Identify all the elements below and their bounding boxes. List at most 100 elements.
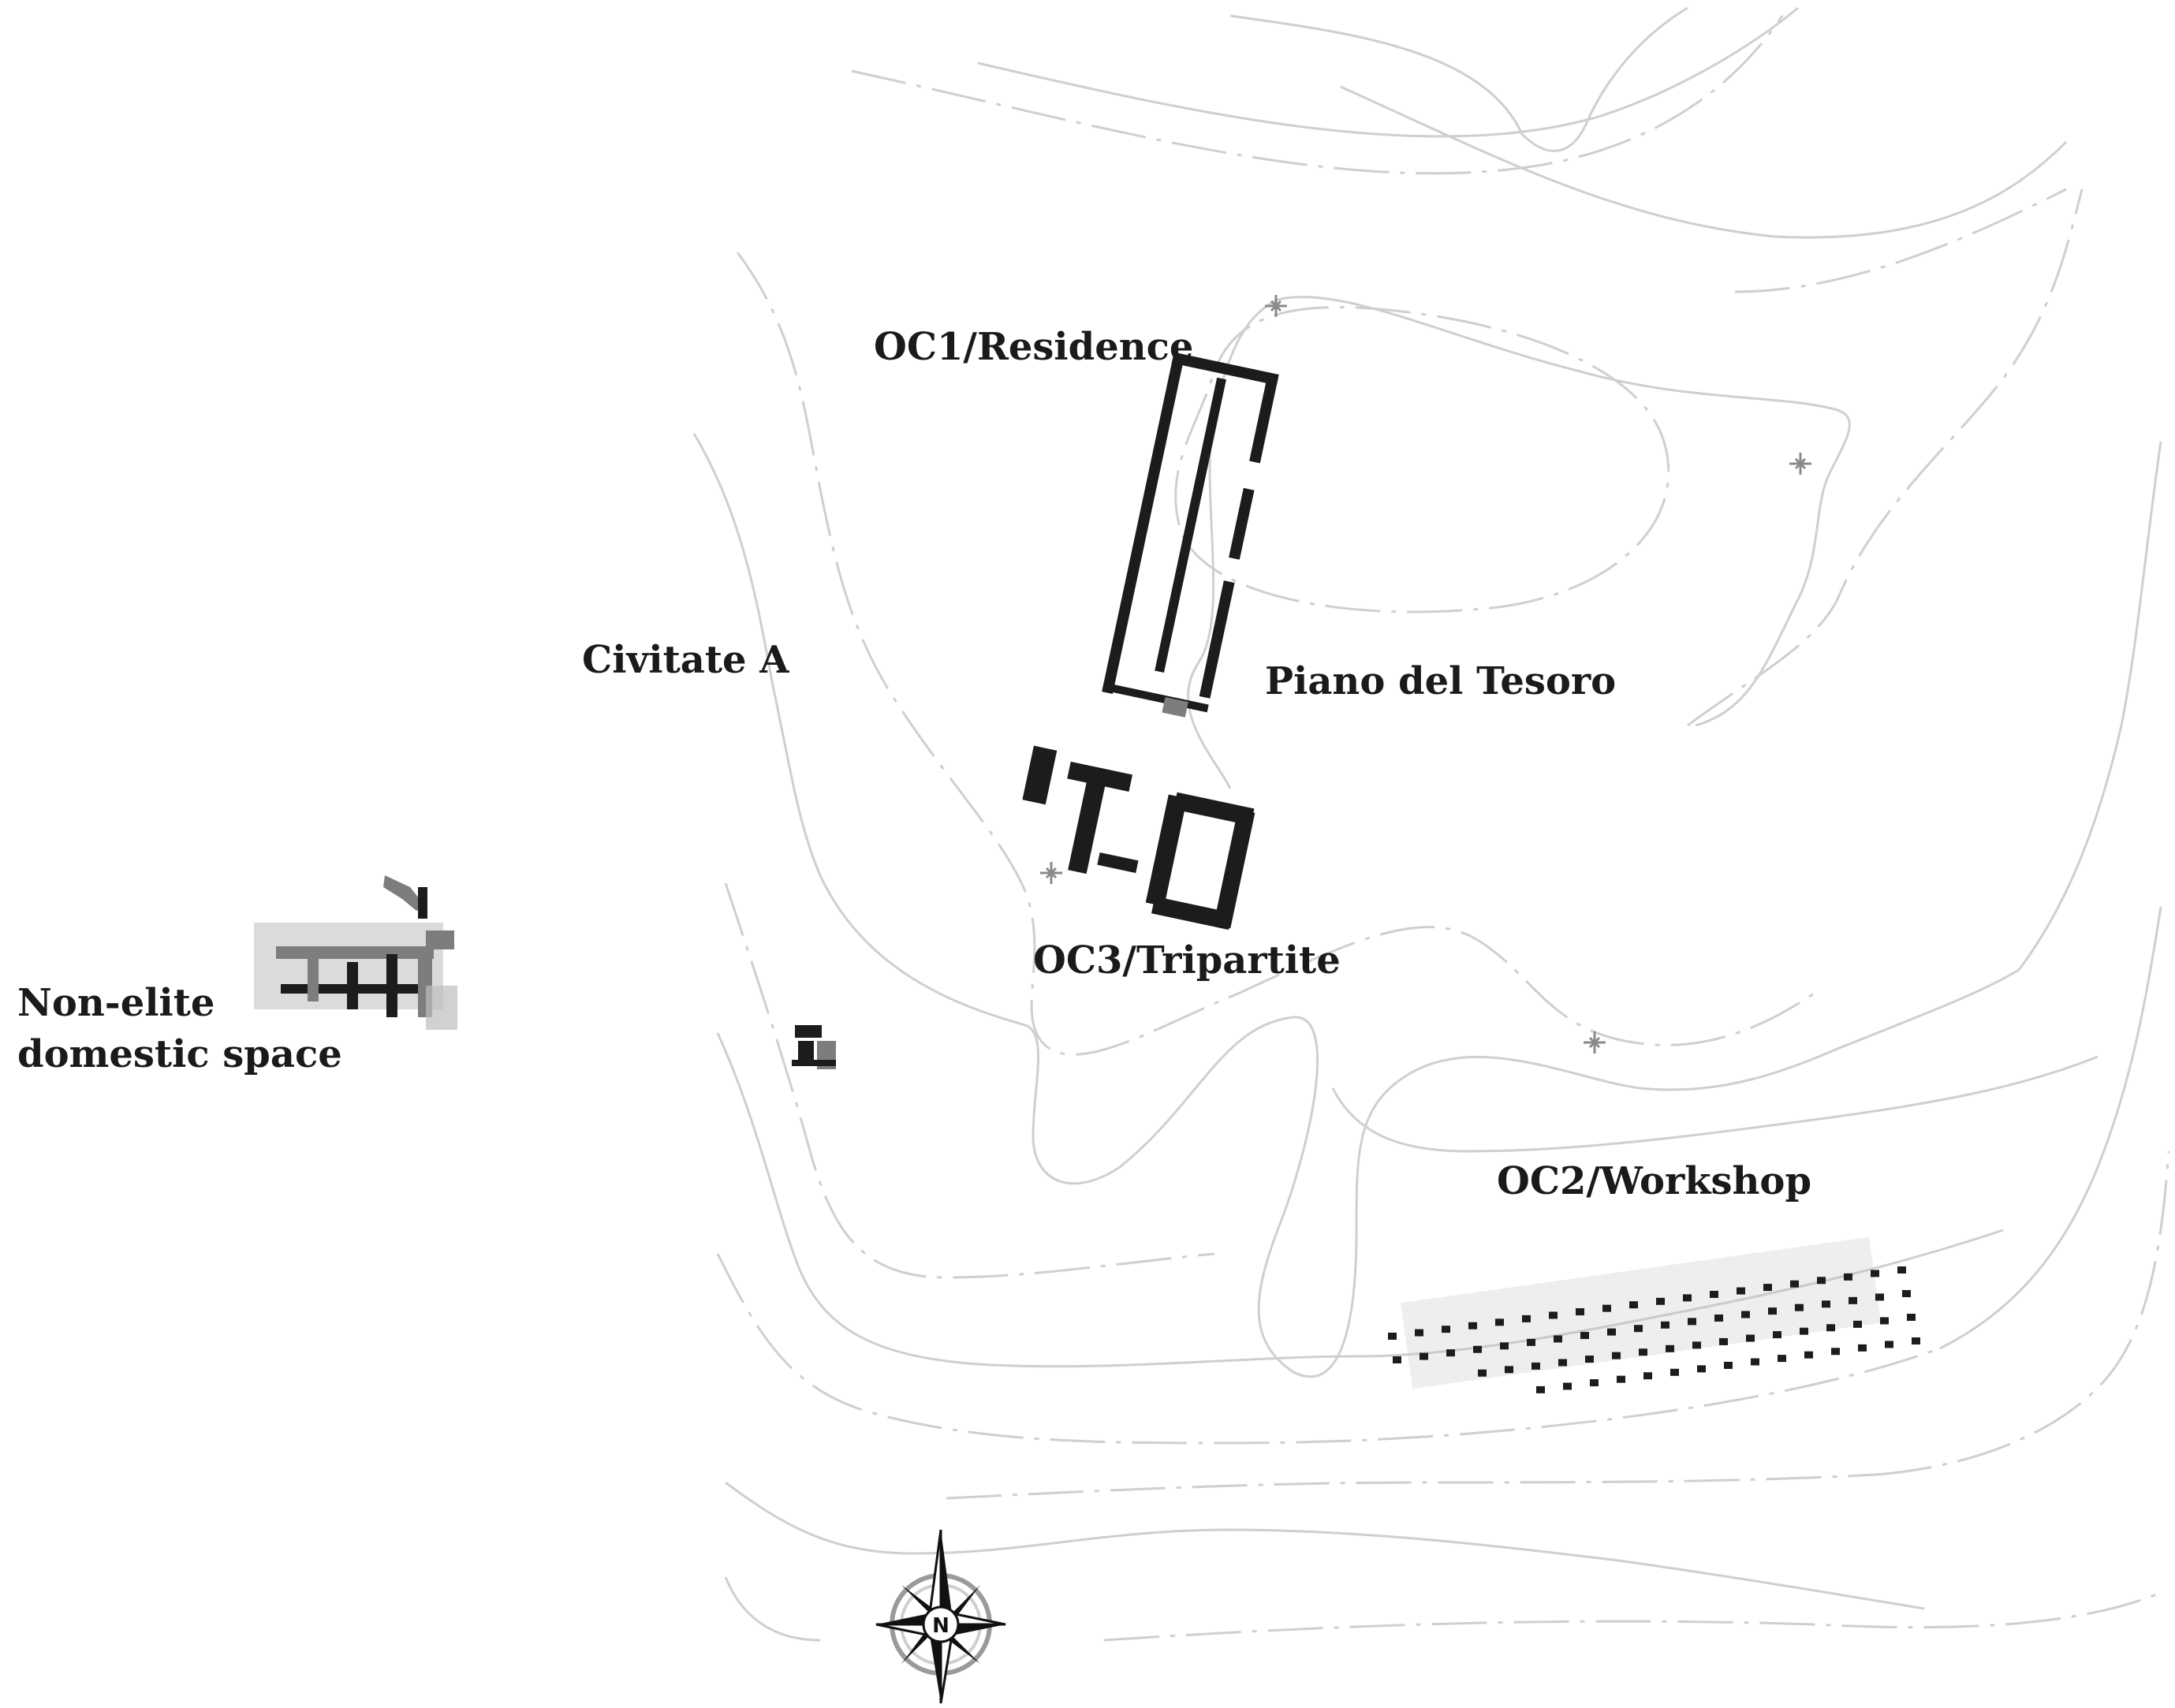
post-hole [1875,1293,1884,1301]
post-hole [1590,1379,1599,1387]
north-letter: N [932,1614,949,1638]
post-hole [1468,1322,1477,1329]
compass-rose-icon: N [875,1529,1006,1704]
post-hole [1778,1355,1786,1363]
post-hole [1536,1385,1545,1393]
post-hole [1629,1301,1638,1309]
post-hole [1495,1318,1504,1326]
post-hole [1692,1341,1701,1349]
post-hole [1907,1314,1916,1322]
small-structure [792,1025,836,1069]
contour-line [724,1576,821,1642]
contour-line [692,433,2020,1378]
label-oc1-residence: OC1/Residence [874,325,1194,369]
label-civitate-a: Civitate A [582,638,789,682]
post-hole [1393,1356,1401,1363]
post-hole [1549,1311,1558,1319]
post-hole [1885,1341,1893,1348]
contour-line [1340,85,2068,239]
post-hole [1531,1362,1540,1370]
post-hole [1527,1338,1535,1346]
post-hole [1580,1332,1589,1340]
label-oc2-workshop: OC2/Workshop [1497,1159,1811,1203]
contour-line [1734,188,2067,293]
contour-line [1687,188,2084,727]
post-hole [1741,1311,1750,1318]
post-hole [1643,1372,1652,1380]
post-hole [1751,1358,1759,1366]
post-hole [1737,1287,1745,1295]
contour-line [977,6,1799,138]
post-hole [1666,1344,1674,1352]
oc2-workshop-plan [1388,1236,1920,1393]
post-hole [1446,1349,1455,1357]
label-line: domestic space [17,1031,342,1076]
post-hole [1790,1280,1799,1288]
post-hole [1826,1324,1835,1332]
post-hole [1746,1334,1755,1342]
contour-line [1103,1591,2162,1642]
post-hole [1612,1352,1621,1359]
post-hole [1602,1304,1611,1312]
post-hole [1763,1284,1772,1292]
post-hole [1607,1328,1616,1336]
post-hole [1563,1382,1572,1390]
non-elite-domestic-plan [254,875,457,1030]
contour-line [1876,1150,2170,1476]
post-hole [1500,1342,1509,1350]
survey-point-icon [1265,295,1287,317]
post-hole [1719,1337,1728,1345]
post-hole [1554,1335,1562,1343]
post-hole [1844,1273,1852,1281]
post-hole [1634,1325,1643,1333]
post-hole [1697,1365,1706,1373]
contour-line [1939,906,2162,1350]
post-hole [1897,1266,1906,1274]
survey-points [1040,295,1811,1054]
survey-point-icon [1789,453,1811,475]
post-hole [1822,1300,1830,1308]
post-hole [1688,1318,1696,1326]
post-hole [1478,1369,1487,1377]
post-hole [1639,1348,1647,1356]
post-hole [1683,1294,1692,1302]
post-hole [1831,1348,1840,1356]
post-hole [1817,1277,1826,1285]
post-hole [1388,1333,1397,1340]
contour-line [1331,1055,2099,1153]
contour-line [1174,306,1670,613]
post-hole [1415,1329,1423,1337]
post-hole [1880,1317,1889,1325]
label-non-elite-domestic-space: Non-elite domestic space [17,978,342,1080]
post-hole [1558,1359,1567,1367]
survey-point-icon [1584,1031,1606,1054]
post-hole [1585,1356,1594,1363]
contour-line [724,882,1215,1279]
post-hole [1858,1344,1867,1352]
contour-lines [692,6,2170,1642]
post-hole [1912,1337,1920,1345]
contour-line [851,15,1784,175]
post-hole [1795,1303,1804,1311]
survey-point-icon [1040,862,1062,884]
post-hole [1661,1321,1669,1329]
post-hole [1804,1351,1813,1359]
label-oc3-tripartite: OC3/Tripartite [1033,938,1341,983]
post-hole [1617,1375,1625,1383]
post-hole [1800,1327,1808,1335]
contour-line [725,1481,1925,1610]
oc1-residence-plan [1102,352,1279,718]
post-hole [1768,1307,1777,1315]
contour-line [716,1253,1941,1445]
contour-line [716,1032,2004,1368]
post-hole [1522,1315,1531,1322]
contour-line [1187,296,1851,789]
contour-line [1229,6,1688,152]
post-hole [1902,1290,1911,1298]
post-hole [1714,1314,1723,1322]
contour-line [2017,441,2162,971]
post-hole [1670,1368,1679,1376]
post-hole [1773,1331,1781,1339]
post-hole [1724,1361,1733,1369]
